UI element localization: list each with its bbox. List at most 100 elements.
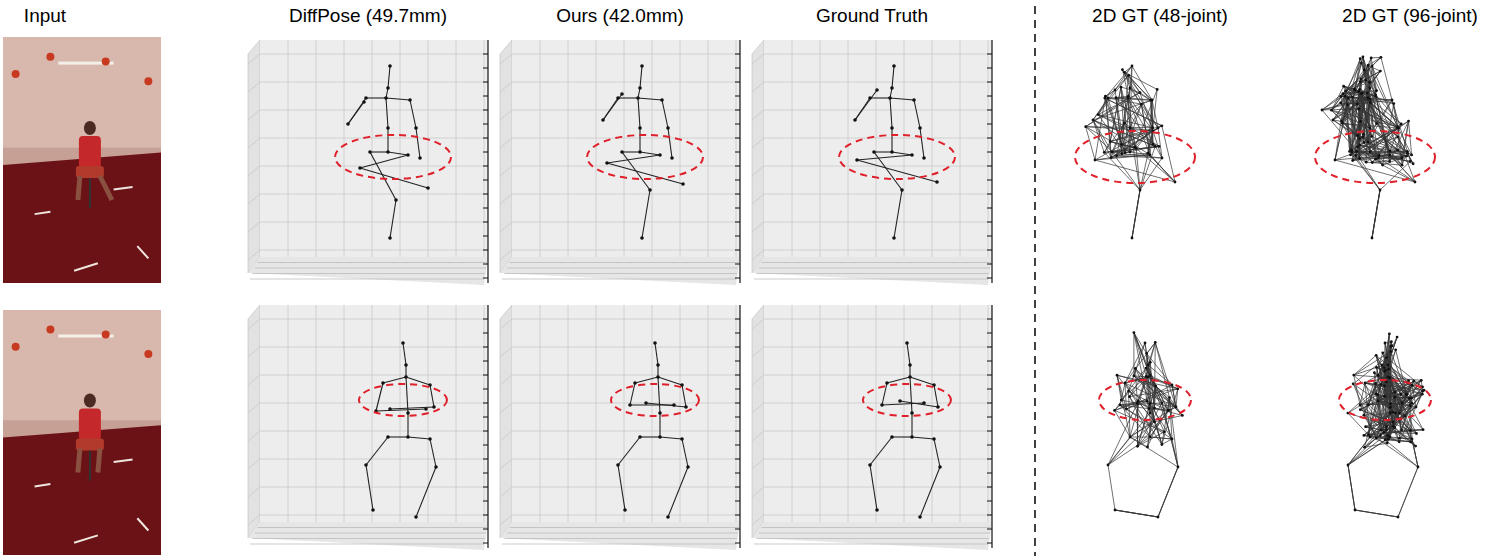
figure-circle	[1358, 157, 1361, 160]
figure-line	[512, 487, 740, 488]
figure-line	[848, 305, 849, 522]
figure-circle	[616, 96, 620, 100]
figure-line	[483, 375, 488, 376]
figure-path	[1156, 386, 1168, 410]
figure-path	[407, 413, 408, 437]
figure-circle	[1364, 382, 1367, 385]
figure-line	[483, 501, 488, 502]
figure-line	[483, 236, 488, 237]
figure-line	[483, 278, 488, 279]
highlight-ellipse	[359, 384, 447, 416]
figure-line	[483, 361, 488, 362]
figure-circle	[1160, 124, 1163, 127]
figure-circle	[1114, 509, 1117, 512]
figure-line	[820, 305, 821, 522]
figure-line	[260, 138, 488, 139]
figure-path	[920, 128, 924, 158]
figure-path	[1344, 86, 1371, 103]
figure-circle	[1386, 442, 1389, 445]
figure-line	[260, 515, 488, 516]
figure-line	[624, 40, 625, 257]
figure-polygon	[752, 522, 992, 550]
figure-circle	[932, 437, 936, 441]
figure-circle	[1160, 443, 1163, 446]
figure-rect	[79, 136, 101, 168]
figure-path	[1104, 146, 1159, 152]
figure-circle	[386, 86, 390, 90]
figure-circle	[1144, 342, 1147, 345]
figure-path	[910, 377, 912, 413]
figure-line	[757, 273, 990, 274]
figure-circle	[1381, 164, 1384, 167]
figure-line	[260, 166, 488, 167]
figure-circle	[1405, 393, 1408, 396]
figure-circle	[1110, 156, 1113, 159]
figure-line	[568, 40, 569, 257]
figure-line	[540, 305, 541, 522]
figure-line	[505, 538, 738, 539]
figure-circle	[1351, 151, 1354, 154]
figure-line	[752, 347, 764, 357]
figure-line	[483, 543, 488, 544]
figure-circle	[1375, 354, 1378, 357]
figure-line	[876, 305, 877, 522]
figure-circle	[640, 236, 644, 240]
figure-circle	[1383, 366, 1386, 369]
figure-path	[1147, 342, 1156, 353]
figure-circle	[853, 118, 857, 122]
figure-circle	[1145, 367, 1148, 370]
figure-rect	[512, 305, 740, 522]
figure-path	[1360, 94, 1362, 122]
figure-line	[988, 305, 989, 522]
figure-circle	[1405, 155, 1408, 158]
figure-circle	[1137, 400, 1140, 403]
figure-circle	[1158, 145, 1161, 148]
figure-line	[483, 487, 488, 488]
figure-line	[752, 138, 764, 148]
figure-path	[1333, 94, 1361, 120]
figure-line	[260, 375, 488, 376]
figure-line	[987, 138, 992, 139]
figure-path	[1354, 355, 1376, 375]
figure-circle	[1354, 89, 1357, 92]
figure-circle	[1357, 90, 1360, 93]
figure-circle	[406, 411, 410, 415]
figure-line	[483, 68, 488, 69]
figure-circle	[1394, 391, 1397, 394]
figure-circle	[1391, 411, 1394, 414]
plot-panel	[248, 305, 488, 550]
figure-circle	[1364, 79, 1367, 82]
figure-line	[987, 389, 992, 390]
pose-skeleton	[346, 64, 430, 240]
figure-line	[483, 222, 488, 223]
figure-circle	[1332, 119, 1335, 122]
figure-path	[857, 155, 912, 160]
figure-circle	[1148, 402, 1151, 405]
figure-circle	[1103, 151, 1106, 154]
figure-line	[483, 152, 488, 153]
figure-circle	[1107, 464, 1110, 467]
figure-circle	[1378, 154, 1381, 157]
figure-circle	[1412, 380, 1415, 383]
figure-path	[890, 98, 892, 128]
figure-circle	[1147, 364, 1150, 367]
figure-circle	[875, 88, 879, 92]
figure-line	[735, 319, 740, 320]
figure-circle	[1375, 366, 1378, 369]
pose-graph	[1321, 55, 1417, 239]
figure-line	[708, 305, 709, 522]
figure-circle	[1367, 403, 1370, 406]
figure-circle	[628, 403, 632, 407]
figure-circle	[1132, 331, 1135, 334]
figure-circle	[1387, 368, 1390, 371]
figure-line	[500, 250, 512, 260]
figure-path	[1151, 100, 1153, 144]
plot-panel	[752, 40, 992, 285]
figure-line	[253, 273, 486, 274]
figure-line	[762, 527, 992, 528]
figure-circle	[1358, 157, 1361, 160]
figure-path	[870, 97, 890, 98]
figure-path	[1111, 126, 1162, 158]
figure-circle	[922, 401, 926, 405]
figure-path	[388, 152, 408, 155]
